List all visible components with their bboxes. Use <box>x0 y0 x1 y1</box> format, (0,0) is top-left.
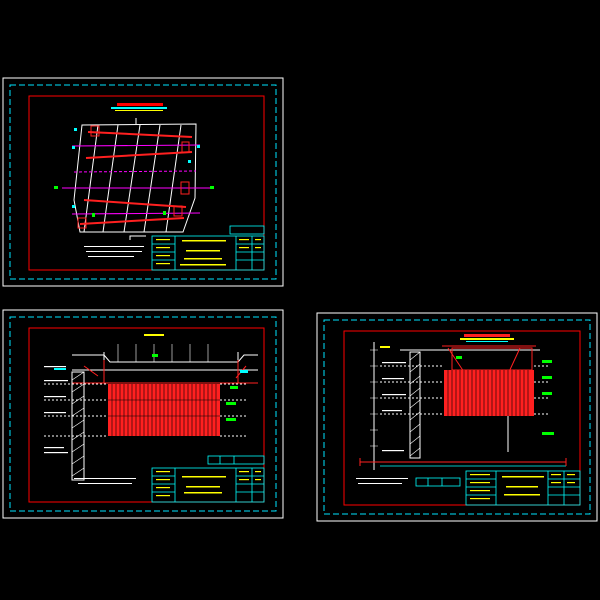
sheet-3-inner-frame <box>343 330 581 506</box>
sheet-cross-section[interactable] <box>316 312 598 522</box>
sheet-plan-view[interactable] <box>2 77 284 287</box>
sheet-3-dashed-frame <box>323 319 591 515</box>
sheet-2-title-block <box>151 455 265 503</box>
sheet-3-drawing-title <box>460 334 514 342</box>
sheet-1-notes <box>84 246 144 257</box>
sheet-1-dashed-frame <box>9 84 277 280</box>
sheet-3-title-block-text <box>470 474 575 500</box>
sheet-2-drawing-title <box>144 334 164 336</box>
sheet-1-drawing-title <box>111 103 167 111</box>
sheet-2-stratum-labels <box>44 366 68 454</box>
sheet-2-title-block-text <box>156 471 261 497</box>
sheet-1-inner-frame <box>28 95 265 271</box>
sheet-2-outer-frame <box>2 309 284 519</box>
sheet-2-inner-frame <box>28 327 265 503</box>
sheet-3-notes <box>356 478 408 484</box>
sheet-2-dashed-frame <box>9 316 277 512</box>
sheet-1-title-block-text <box>156 239 261 266</box>
sheet-longitudinal-section[interactable] <box>2 309 284 519</box>
sheet-3-title-block <box>415 470 581 506</box>
sheet-1-title-block <box>151 225 265 271</box>
plan-drawing <box>54 118 214 240</box>
sheet-1-outer-frame <box>2 77 284 287</box>
sheet-2-notes <box>74 478 136 484</box>
section-drawing <box>44 344 258 481</box>
cross-section-drawing <box>359 342 567 470</box>
sheet-3-outer-frame <box>316 312 598 522</box>
sheet-3-stratum-labels <box>382 362 406 452</box>
